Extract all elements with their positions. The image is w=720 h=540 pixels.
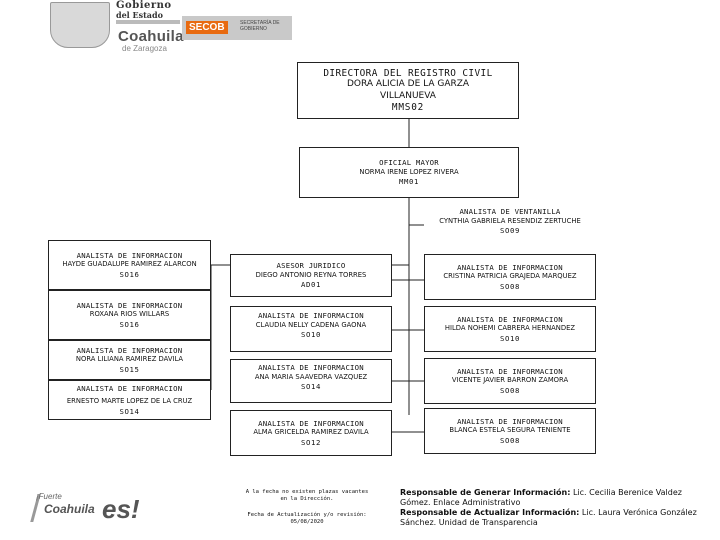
ventanilla-code: SO09 [500,226,520,236]
left-node-2: ANALISTA DE INFORMACION ROXANA RIOS WILL… [48,290,211,340]
vacancy-note: A la fecha no existen plazas vacantes en… [222,489,392,503]
node-code: SO10 [301,330,321,340]
node-code: SO08 [500,435,520,445]
node-title: ANALISTA DE INFORMACION [258,418,364,428]
node-name: HAYDE GUADALUPE RAMIREZ ALARCON [62,260,197,269]
node-name: ERNESTO MARTE LOPEZ DE LA CRUZ [66,396,193,405]
director-code: MMS02 [391,102,425,113]
node-name: DIEGO ANTONIO REYNA TORRES [255,270,367,279]
node-title: ANALISTA DE INFORMACION [457,262,563,272]
left-node-3: ANALISTA DE INFORMACION NORA LILIANA RAM… [48,340,211,380]
fuerte-coahuila-logo: ¡Fuerte Coahuila es! [30,492,145,532]
update-date-value: 05/08/2020 [290,519,324,525]
middle-node-2: ANALISTA DE INFORMACION CLAUDIA NELLY CA… [230,306,392,352]
government-logo: Gobierno del Estado Coahuila de Zaragoza… [50,0,300,55]
node-title: ANALISTA DE INFORMACION [76,384,183,393]
node-name: CRISTINA PATRICIA GRAJEDA MARQUEZ [443,272,577,281]
node-title: ANALISTA DE INFORMACION [457,366,563,376]
logo-state: Coahuila [118,28,184,45]
oficial-name: NORMA IRENE LOPEZ RIVERA [359,167,459,176]
node-name: HILDA NOHEMI CABRERA HERNANDEZ [444,324,576,333]
vacancy-note-line1: A la fecha no existen plazas vacantes [245,489,369,495]
left-node-1: ANALISTA DE INFORMACION HAYDE GUADALUPE … [48,240,211,290]
right-node-2: ANALISTA DE INFORMACION HILDA NOHEMI CAB… [424,306,596,352]
responsible-generate: Responsable de Generar Información: Lic.… [400,488,710,508]
oficial-mayor-box: OFICIAL MAYOR NORMA IRENE LOPEZ RIVERA M… [299,147,519,198]
node-title: ANALISTA DE INFORMACION [76,300,183,310]
responsible-update-label: Responsable de Actualizar Información: [400,508,580,517]
update-date-label: Fecha de Actualización y/o revisión: [247,512,367,518]
coat-of-arms-icon [50,2,110,48]
node-name: BLANCA ESTELA SEGURA TENIENTE [449,426,571,435]
logo-state-sub: de Zaragoza [122,44,167,53]
director-title: DIRECTORA DEL REGISTRO CIVIL [323,67,493,79]
right-node-4: ANALISTA DE INFORMACION BLANCA ESTELA SE… [424,408,596,454]
node-name: VICENTE JAVIER BARRON ZAMORA [451,376,569,385]
responsible-generate-role: Gómez. Enlace Administrativo [400,498,521,507]
logo-es: es! [102,494,140,524]
node-name: CLAUDIA NELLY CADENA GAONA [255,320,367,329]
responsible-generate-label: Responsable de Generar Información: [400,488,571,497]
node-title: ANALISTA DE INFORMACION [258,311,364,320]
right-node-1: ANALISTA DE INFORMACION CRISTINA PATRICI… [424,254,596,300]
node-title: ANALISTA DE INFORMACION [457,314,563,324]
left-node-4: ANALISTA DE INFORMACION ERNESTO MARTE LO… [48,380,211,420]
dept-logo: SECOB [186,21,228,34]
node-name: ROXANA RIOS WILLARS [89,310,170,319]
middle-node-4: ANALISTA DE INFORMACION ALMA GRICELDA RA… [230,410,392,456]
director-name-line2: VILLANUEVA [380,90,436,101]
ventanilla-name: CYNTHIA GABRIELA RESENDIZ ZERTUCHE [439,216,581,225]
node-name: ANA MARIA SAAVEDRA VAZQUEZ [254,372,368,381]
node-code: SO14 [301,382,321,392]
responsible-generate-name: Lic. Cecilia Berenice Valdez [570,488,682,497]
node-code: SO16 [119,269,140,279]
node-name: ALMA GRICELDA RAMIREZ DAVILA [253,428,369,437]
logo-fuerte: ¡Fuerte [36,492,62,501]
responsible-update-role: Sánchez. Unidad de Transparencia [400,518,538,527]
node-code: AD01 [301,280,321,290]
node-title: ANALISTA DE INFORMACION [457,416,563,426]
node-code: SO08 [500,385,520,395]
node-code: SO16 [119,319,140,329]
node-title: ANALISTA DE INFORMACION [258,363,364,372]
middle-node-1: ASESOR JURIDICO DIEGO ANTONIO REYNA TORR… [230,254,392,297]
responsible-update: Responsable de Actualizar Información: L… [400,508,710,528]
ventanilla-title: ANALISTA DE VENTANILLA [459,207,561,216]
node-code: SO08 [500,281,520,291]
right-node-3: ANALISTA DE INFORMACION VICENTE JAVIER B… [424,358,596,404]
director-box: DIRECTORA DEL REGISTRO CIVIL DORA ALICIA… [297,62,519,119]
oficial-code: MM01 [399,177,419,187]
oficial-title: OFICIAL MAYOR [379,158,439,168]
responsible-update-name: Lic. Laura Verónica González [579,508,697,517]
logo-line1: Gobierno [116,0,172,11]
director-name-line1: DORA ALICIA DE LA GARZA [346,79,470,89]
logo-line2: del Estado [116,10,163,20]
node-name: NORA LILIANA RAMIREZ DAVILA [75,355,184,364]
logo-divider [116,20,180,24]
logo-coahuila: Coahuila [44,502,95,516]
node-code: SO15 [119,364,140,374]
node-title: ANALISTA DE INFORMACION [76,345,183,355]
dept-sub: SECRETARÍA DE GOBIERNO [240,20,280,32]
update-date-note: Fecha de Actualización y/o revisión: 05/… [222,512,392,526]
left-node-4-code: SO14 [119,407,140,416]
middle-node-3: ANALISTA DE INFORMACION ANA MARIA SAAVED… [230,359,392,403]
node-title: ASESOR JURIDICO [276,261,346,271]
node-title: ANALISTA DE INFORMACION [76,250,183,260]
vacancy-note-line2: en la Dirección. [280,496,334,502]
node-code: SO10 [500,333,520,343]
node-code: SO12 [301,437,321,447]
ventanilla-node: ANALISTA DE VENTANILLA CYNTHIA GABRIELA … [420,207,600,236]
